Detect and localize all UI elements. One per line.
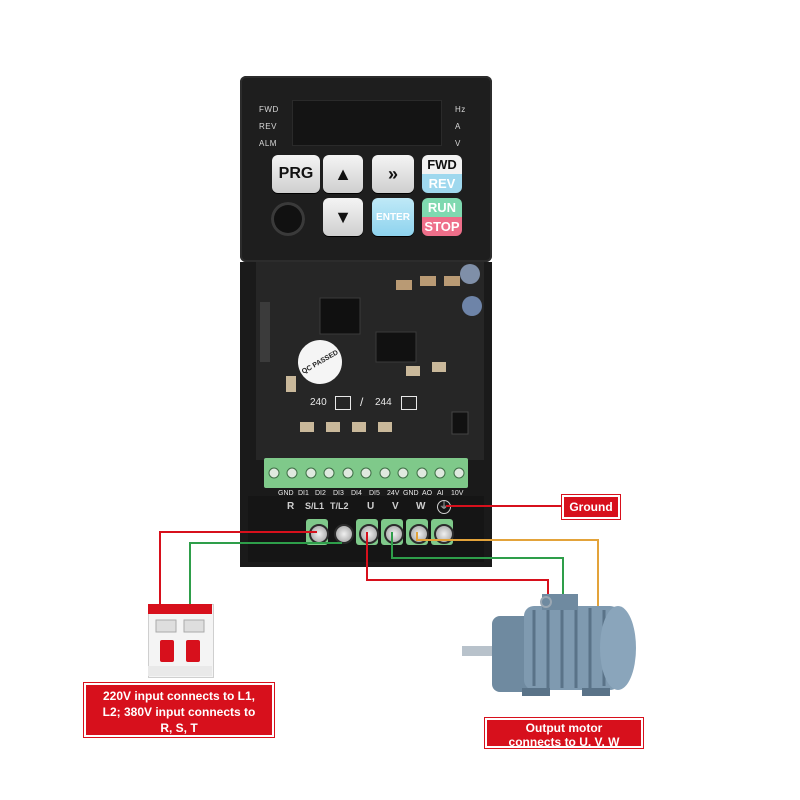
input-wire-l1 [159,531,317,610]
indicator-a: A [455,122,461,131]
indicator-hz: Hz [455,105,466,114]
model-code-244: 244 [375,397,392,408]
ground-callout: Ground [562,495,620,519]
slash-separator: / [360,395,364,409]
led-display [292,100,442,146]
run-stop-button[interactable]: RUN STOP [422,198,462,236]
circuit-breaker-graphic [148,604,212,676]
down-arrow-button[interactable]: ▼ [323,198,363,236]
screw-u-icon [359,524,379,544]
double-chevron-right-icon: » [387,163,398,184]
circuit-board [256,262,484,460]
checkbox-244-icon [401,396,417,410]
terminal-ai: AI [437,490,444,497]
input-callout-line-2: L2; 380V input connects to [102,705,256,719]
control-terminal-screws-graphic [268,467,465,479]
shift-button[interactable]: » [372,155,414,193]
fwd-label: FWD [422,155,462,174]
power-label-w: W [416,501,426,512]
output-wire-u [366,532,549,606]
terminal-10v: 10V [451,490,464,497]
power-label-r: R [287,501,295,512]
indicator-v: V [455,139,461,148]
terminal-gnd-2: GND [403,490,419,497]
prg-button[interactable]: PRG [272,155,320,193]
screw-v-icon [384,524,404,544]
fwd-rev-button[interactable]: FWD REV [422,155,462,193]
potentiometer-knob[interactable] [271,202,305,236]
input-callout: 220V input connects to L1, L2; 380V inpu… [84,683,274,737]
terminal-di5: DI5 [369,490,380,497]
input-callout-line-1: 220V input connects to L1, [102,689,256,703]
power-label-t-l2: T/L2 [330,501,349,511]
checkbox-240-icon [335,396,351,410]
indicator-rev: REV [259,122,277,131]
input-wire-l2 [189,542,342,610]
indicator-alm: ALM [259,139,277,148]
terminal-gnd-1: GND [278,490,294,497]
pcb-components-graphic [260,264,482,435]
power-label-s-l1: S/L1 [305,501,325,511]
power-label-v: V [392,501,399,512]
run-label: RUN [422,198,462,217]
terminal-di1: DI1 [298,490,309,497]
up-arrow-icon: ▲ [334,163,352,184]
terminal-di2: DI2 [315,490,326,497]
screw-t-icon [334,524,354,544]
terminal-di4: DI4 [351,490,362,497]
terminal-ao: AO [422,490,433,497]
power-label-u: U [367,501,375,512]
rev-label: REV [422,174,462,193]
up-arrow-button[interactable]: ▲ [323,155,363,193]
output-wire-v [391,532,564,606]
output-wire-w [416,532,599,606]
output-callout: Output motor connects to U, V, W [485,718,643,749]
output-callout-line-1: Output motor [525,721,603,735]
terminal-di3: DI3 [333,490,344,497]
enter-button[interactable]: ENTER [372,198,414,236]
input-callout-line-3: R, S, T [160,721,198,735]
stop-label: STOP [422,217,462,236]
terminal-24v: 24V [387,490,400,497]
indicator-fwd: FWD [259,105,279,114]
down-arrow-icon: ▼ [334,206,352,227]
electric-motor-graphic [462,594,636,696]
model-code-240: 240 [310,397,327,408]
output-callout-line-2: connects to U, V, W [508,735,620,749]
circuit-breaker [148,604,214,678]
